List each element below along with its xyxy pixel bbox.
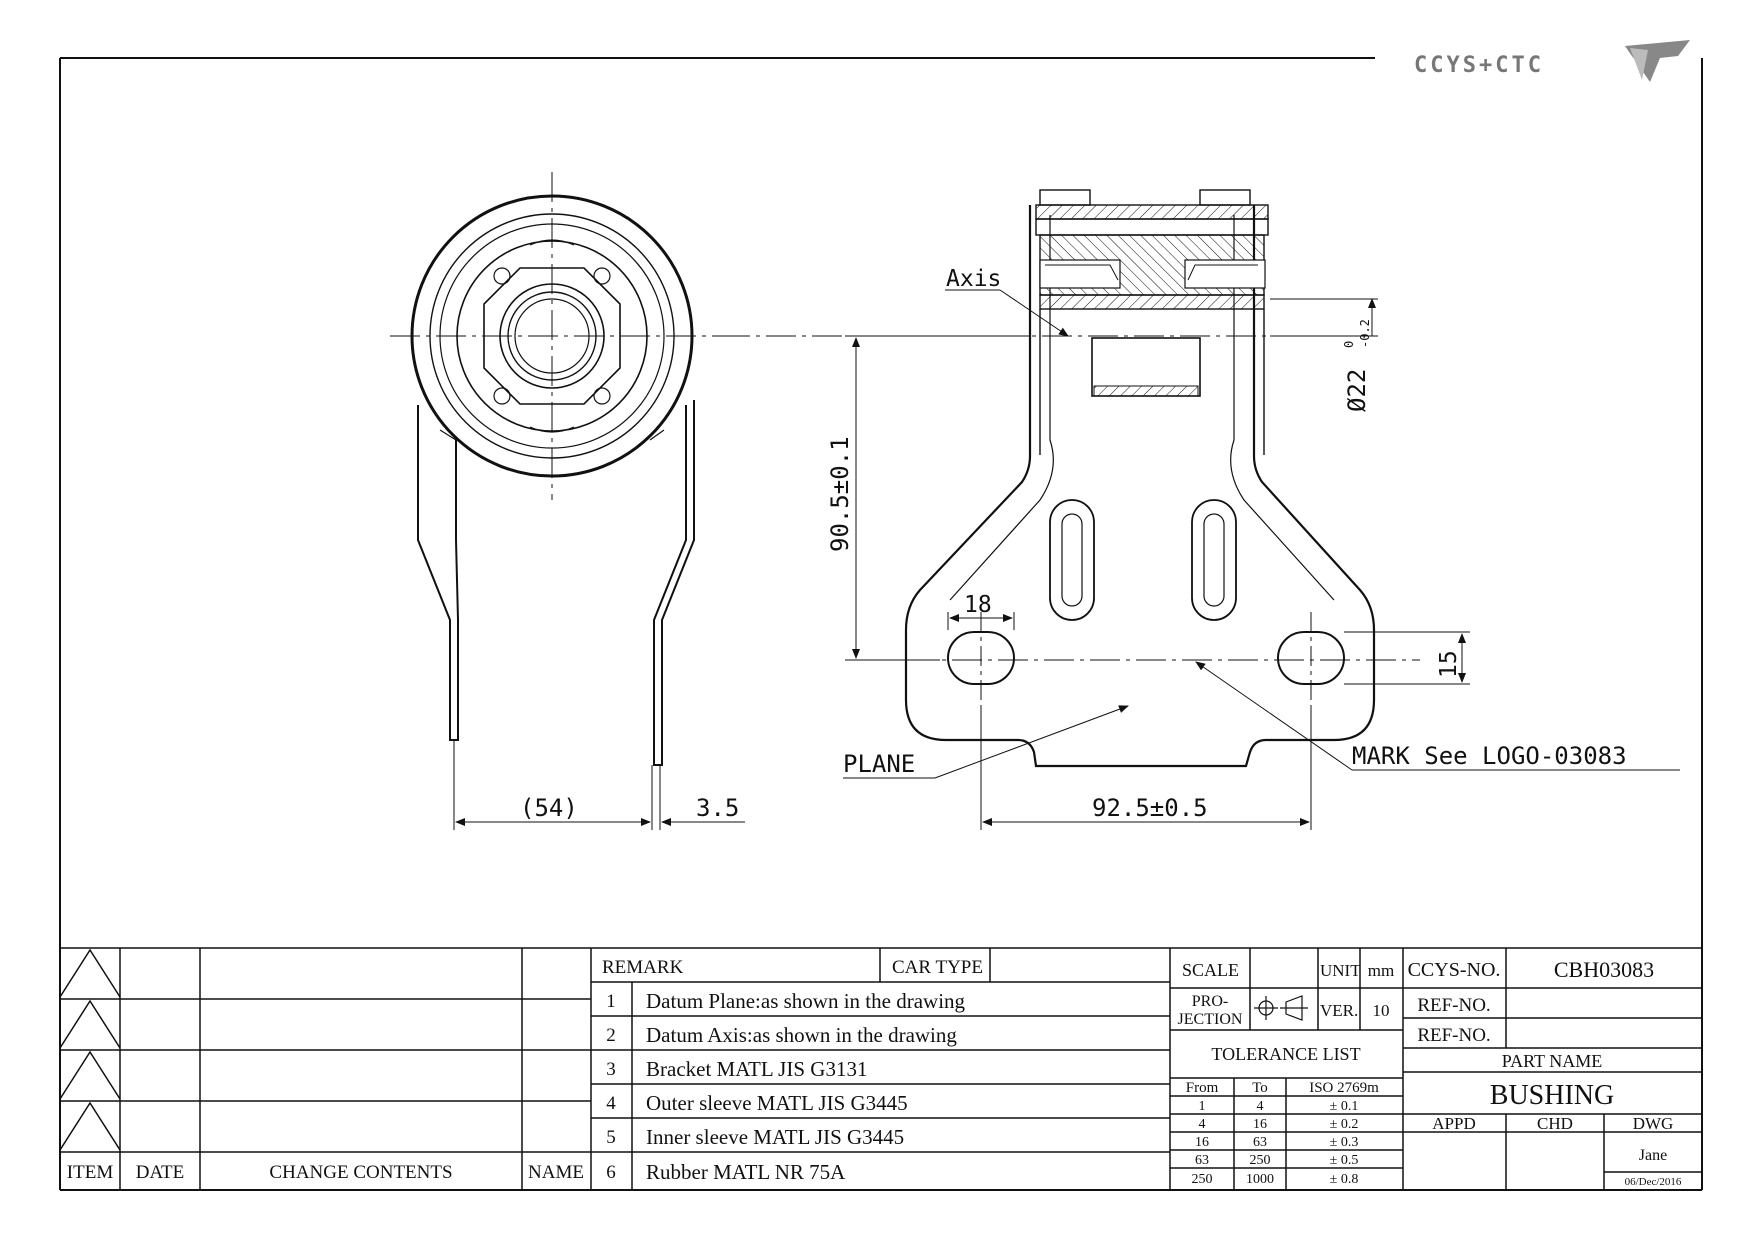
sheet-border [59, 57, 1703, 1191]
front-view [720, 189, 1420, 768]
tol-header-from: From [1186, 1080, 1219, 1096]
third-angle-projection-icon [1254, 995, 1308, 1021]
tol-cell: 63 [1253, 1135, 1267, 1150]
tol-cell: 1 [1199, 1099, 1206, 1114]
title-block-lines [59, 947, 1702, 1190]
part-name-value: BUSHING [1490, 1080, 1614, 1111]
ref-no-label: REF-NO. [1417, 1025, 1490, 1046]
ref-no-label: REF-NO. [1417, 995, 1490, 1016]
diameter-tol-upper: 0 [1342, 341, 1356, 348]
diameter-tol-lower: -0.2 [1358, 319, 1372, 348]
side-view [390, 172, 720, 766]
car-type-label: CAR TYPE [892, 957, 983, 978]
scale-label: SCALE [1182, 960, 1239, 980]
tol-cell: 250 [1192, 1172, 1213, 1187]
ccys-no-value: CBH03083 [1554, 957, 1654, 982]
appd-label: APPD [1432, 1114, 1475, 1133]
plane-label: PLANE [843, 750, 915, 778]
tol-cell: ± 0.1 [1330, 1099, 1359, 1114]
logo-emblem-icon [1625, 40, 1690, 82]
ver-label: VER. [1320, 1001, 1358, 1020]
tol-header-iso: ISO 2769m [1309, 1080, 1379, 1096]
logo-text: CCYS+CTC [1414, 53, 1544, 78]
tol-cell: 250 [1250, 1153, 1271, 1168]
dwg-label: DWG [1633, 1114, 1674, 1133]
rev-header-item: ITEM [67, 1162, 114, 1183]
remark-no: 6 [606, 1162, 616, 1183]
dimension-texts: Axis Ø22 0 -0.2 90.5±0.1 18 15 PLANE MAR… [520, 266, 1627, 822]
tol-cell: 4 [1257, 1099, 1264, 1114]
remark-no: 4 [606, 1093, 616, 1114]
chd-label: CHD [1537, 1114, 1573, 1133]
tol-cell: 4 [1199, 1117, 1206, 1132]
rev-header-change-contents: CHANGE CONTENTS [269, 1162, 452, 1183]
part-name-label: PART NAME [1502, 1051, 1602, 1071]
rev-header-name: NAME [528, 1162, 584, 1183]
width-dimension: (54) [520, 794, 578, 822]
remark-no: 5 [606, 1127, 616, 1148]
remark-text: Datum Plane:as shown in the drawing [646, 989, 966, 1013]
remark-text: Datum Axis:as shown in the drawing [646, 1023, 957, 1047]
diameter-dimension: Ø22 [1343, 369, 1371, 412]
slot-width-dimension: 18 [964, 592, 992, 618]
tol-cell: ± 0.3 [1330, 1135, 1359, 1150]
remark-text: Outer sleeve MATL JIS G3445 [646, 1091, 908, 1115]
tol-header-to: To [1252, 1080, 1268, 1096]
remark-no: 1 [606, 991, 616, 1012]
unit-label: UNIT [1320, 961, 1361, 980]
slot-height-dimension: 15 [1436, 650, 1462, 678]
thickness-dimension: 3.5 [696, 794, 739, 822]
ccys-no-label: CCYS-NO. [1408, 959, 1501, 981]
tol-cell: ± 0.8 [1330, 1172, 1359, 1187]
remark-label: REMARK [602, 957, 684, 978]
tol-cell: ± 0.5 [1330, 1153, 1359, 1168]
ver-value: 10 [1373, 1001, 1390, 1020]
tol-cell: 16 [1253, 1117, 1267, 1132]
title-block-texts: ITEM DATE CHANGE CONTENTS NAME REMARK CA… [67, 957, 1682, 1188]
remark-no: 2 [606, 1025, 616, 1046]
logo-emblem-accent-icon [1630, 48, 1648, 80]
tol-cell: 63 [1195, 1153, 1209, 1168]
unit-value: mm [1368, 961, 1394, 980]
dwg-date: 06/Dec/2016 [1625, 1176, 1682, 1188]
remark-text: Bracket MATL JIS G3131 [646, 1057, 867, 1081]
height-dimension: 90.5±0.1 [826, 436, 854, 552]
projection-label-1: PRO- [1192, 993, 1228, 1010]
tol-cell: 1000 [1246, 1172, 1274, 1187]
remark-text: Rubber MATL NR 75A [646, 1160, 846, 1184]
tolerance-title: TOLERANCE LIST [1211, 1044, 1360, 1064]
rev-header-date: DATE [136, 1162, 185, 1183]
axis-label: Axis [946, 266, 1001, 292]
remark-text: Inner sleeve MATL JIS G3445 [646, 1125, 904, 1149]
tol-cell: ± 0.2 [1330, 1117, 1359, 1132]
projection-label-2: JECTION [1178, 1011, 1243, 1028]
dimension-lines [453, 289, 1680, 830]
company-logo: CCYS+CTC [1414, 40, 1690, 82]
remark-no: 3 [606, 1059, 616, 1080]
mark-label: MARK See LOGO-03083 [1352, 742, 1627, 770]
hole-spacing-dimension: 92.5±0.5 [1092, 794, 1208, 822]
tol-cell: 16 [1195, 1135, 1209, 1150]
dwg-name: Jane [1639, 1147, 1667, 1164]
